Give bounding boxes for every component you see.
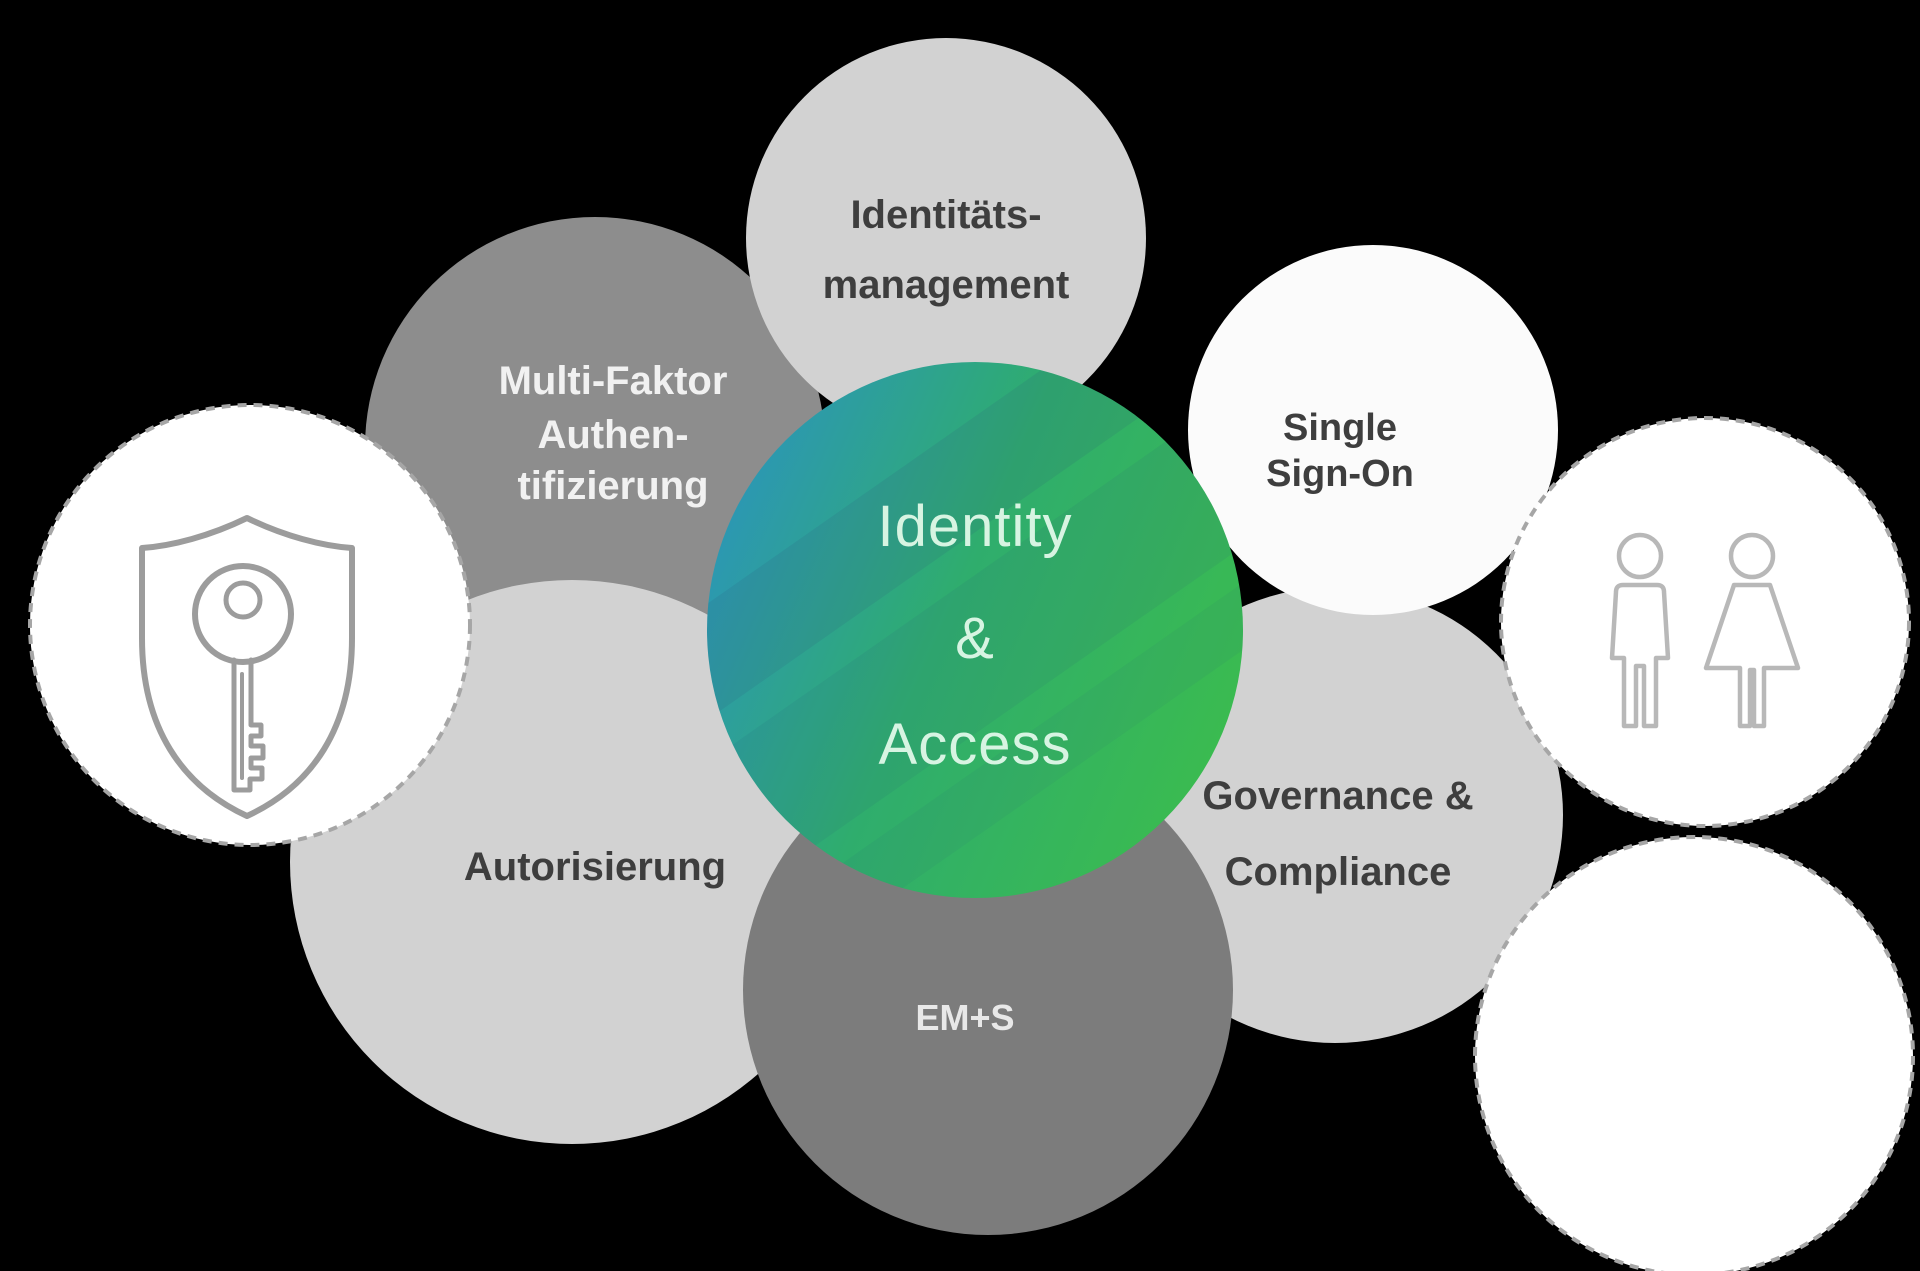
single-sign-on-label-line2: Sign-On: [1266, 453, 1414, 495]
center-label-line2: &: [955, 606, 995, 671]
badge-shield-key: [28, 403, 472, 847]
key-shaft: [231, 657, 266, 793]
identitaetsmanagement-label-line1: Identitäts-: [850, 193, 1041, 237]
center-label-line3: Access: [879, 712, 1072, 777]
shield-outline: [139, 515, 355, 819]
woman-body: [1703, 582, 1801, 729]
node-single-sign-on: Single Sign-On: [1188, 245, 1558, 615]
center-label-line1: Identity: [878, 494, 1073, 559]
governance-label-line2: Compliance: [1225, 850, 1452, 894]
man-body: [1609, 582, 1671, 729]
multifaktor-label-line2: Authen-: [537, 413, 688, 457]
shield-key-badge-circle: [28, 403, 472, 847]
identity-access-circle: [707, 362, 1243, 898]
single-sign-on-circle: [1188, 245, 1558, 615]
multifaktor-circle: [365, 217, 825, 677]
ems-label: EM+S: [915, 997, 1014, 1038]
identitaetsmanagement-label-line2: management: [823, 263, 1070, 307]
single-sign-on-label-line1: Single: [1283, 407, 1397, 449]
man-head: [1616, 532, 1664, 580]
users-badge-circle: [1499, 416, 1911, 828]
key-hole: [223, 580, 263, 620]
node-identitaetsmanagement: Identitäts- management: [746, 38, 1146, 438]
badge-users: [1499, 416, 1911, 828]
empty-dotted-circle: [1473, 835, 1915, 1271]
multifaktor-label-line3: tifizierung: [517, 464, 708, 508]
multifaktor-label-line1: Multi-Faktor: [499, 359, 728, 403]
key-ring: [192, 563, 294, 665]
woman-head: [1728, 532, 1776, 580]
man-woman-icon: [1609, 532, 1801, 729]
autorisierung-label: Autorisierung: [464, 845, 726, 889]
identitaetsmanagement-circle: [746, 38, 1146, 438]
governance-label-line1: Governance &: [1202, 774, 1473, 818]
node-multifaktor-authentifizierung: Multi-Faktor Authen- tifizierung: [365, 217, 825, 677]
shield-key-icon: [139, 515, 355, 819]
